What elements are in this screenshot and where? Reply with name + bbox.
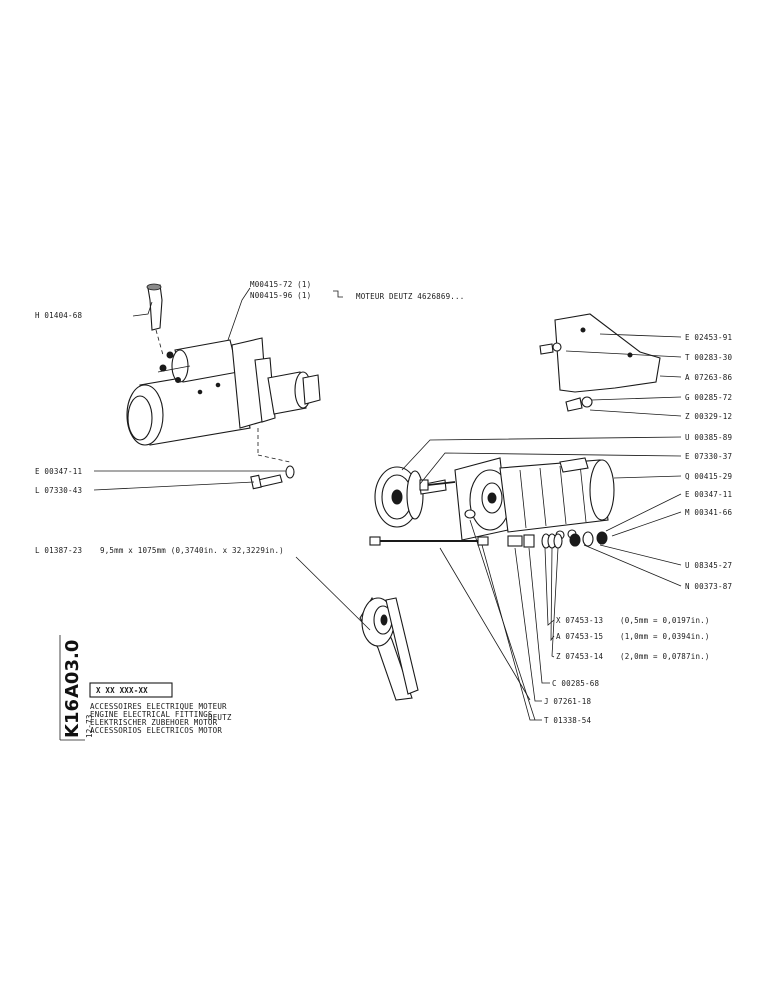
desc-es: ACCESSORIOS ELECTRICOS MOTOR bbox=[90, 726, 222, 735]
label-x07453-13-dim: (0,5mm = 0,0197in.) bbox=[620, 616, 710, 625]
label-l01387-23: L 01387-23 bbox=[35, 546, 82, 555]
label-h01404-68: H 01404-68 bbox=[35, 311, 82, 320]
label-z07453-14-dim: (2,0mm = 0,0787in.) bbox=[620, 652, 710, 661]
title-block: K16 A03.0 12-73 X XX XXX-XX ACCESSOIRES … bbox=[59, 635, 232, 741]
label-t01338-54: T 01338-54 bbox=[544, 716, 591, 725]
label-q00415-29: Q 00415-29 bbox=[685, 472, 732, 481]
label-u08345-27: U 08345-27 bbox=[685, 561, 732, 570]
part-labels: M00415-72 (1) N00415-96 (1) MOTEUR DEUTZ… bbox=[35, 280, 732, 725]
sheet-code-a03: A03.0 bbox=[62, 640, 83, 698]
leader-lines bbox=[93, 287, 682, 721]
code-box: X XX XXX-XX bbox=[96, 686, 148, 695]
label-e00347-11-right: E 00347-11 bbox=[685, 490, 732, 499]
label-a07453-15-dim: (1,0mm = 0,0394in.) bbox=[620, 632, 710, 641]
label-motor-ref: MOTEUR DEUTZ 4626869... bbox=[356, 292, 464, 301]
desc-en: ENGINE ELECTRICAL FITTINGS bbox=[90, 710, 213, 719]
label-c00285-68: C 00285-68 bbox=[552, 679, 599, 688]
label-j07261-18: J 07261-18 bbox=[544, 697, 591, 706]
terminal-boot-drawing bbox=[146, 283, 164, 356]
label-a07263-86: A 07263-86 bbox=[685, 373, 732, 382]
label-m00341-66: M 00341-66 bbox=[685, 508, 732, 517]
long-bolt-drawing bbox=[369, 536, 489, 546]
sheet-code-k16: K16 bbox=[62, 699, 83, 738]
label-e00347-11-left: E 00347-11 bbox=[35, 467, 82, 476]
starter-motor-drawing bbox=[126, 337, 321, 446]
label-g00285-72: G 00285-72 bbox=[685, 393, 732, 402]
cover-plate-drawing bbox=[539, 313, 661, 412]
spacer-washers-drawing bbox=[507, 531, 608, 549]
label-m00415-72: M00415-72 (1) bbox=[250, 280, 311, 289]
adjust-bolt-drawing bbox=[419, 479, 476, 519]
label-z00329-12: Z 00329-12 bbox=[685, 412, 732, 421]
alternator-drawing bbox=[374, 457, 615, 541]
fan-belt-drawing bbox=[359, 596, 419, 701]
label-z07453-14: Z 07453-14 bbox=[556, 652, 603, 661]
label-l07330-43: L 07330-43 bbox=[35, 486, 82, 495]
label-a07453-15: A 07453-15 bbox=[556, 632, 603, 641]
label-e02453-91: E 02453-91 bbox=[685, 333, 732, 342]
sheet-date: 12-73 bbox=[85, 714, 94, 738]
brand-deutz: DEUTZ bbox=[208, 713, 232, 722]
label-belt-dimension: 9,5mm x 1075mm (0,3740in. x 32,3229in.) bbox=[100, 546, 284, 555]
desc-fr: ACCESSOIRES ELECTRIQUE MOTEUR bbox=[90, 702, 227, 711]
label-x07453-13: X 07453-13 bbox=[556, 616, 603, 625]
label-u00385-89: U 00385-89 bbox=[685, 433, 732, 442]
label-t00283-30: T 00283-30 bbox=[685, 353, 732, 362]
label-n00373-87: N 00373-87 bbox=[685, 582, 732, 591]
label-n00415-96: N00415-96 (1) bbox=[250, 291, 311, 300]
mounting-bolt-drawing bbox=[250, 428, 295, 490]
label-e07330-37: E 07330-37 bbox=[685, 452, 732, 461]
desc-de: ELEKTRISCHER ZUBEHOER MOTOR bbox=[90, 718, 218, 727]
